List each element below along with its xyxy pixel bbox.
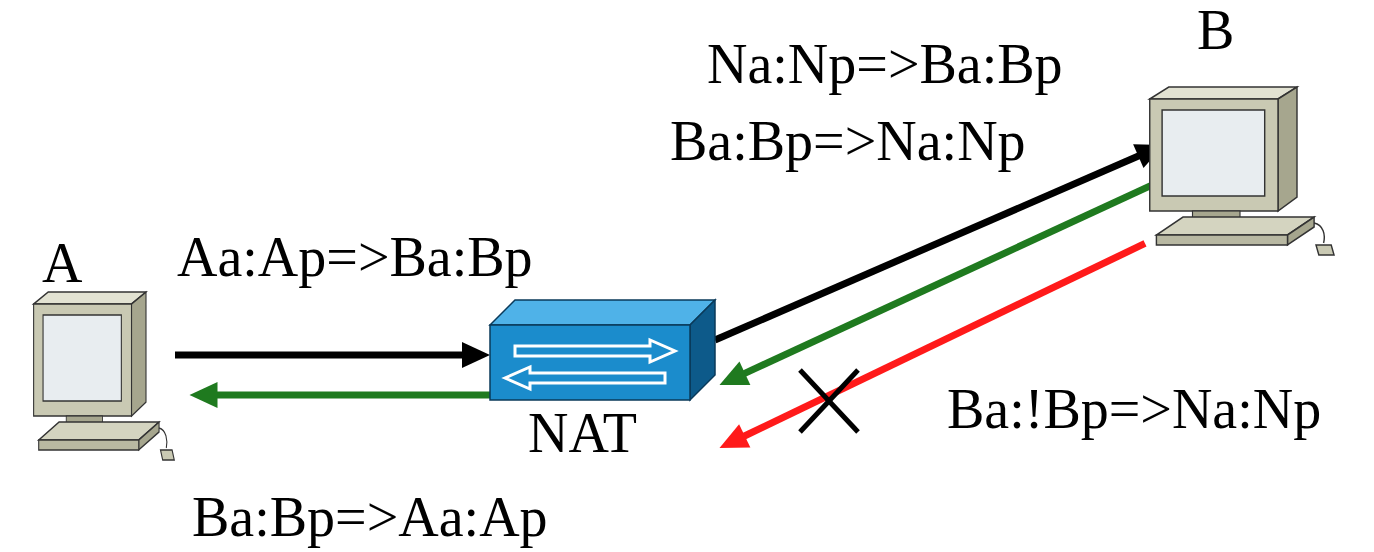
computer-icon	[1145, 85, 1335, 265]
packet-address-label: Ba:Bp=>Na:Np	[668, 112, 1028, 171]
packet-arrow	[720, 180, 1163, 385]
packet-arrow	[715, 144, 1164, 340]
blocked-x	[800, 370, 858, 432]
arrow-head	[720, 361, 751, 385]
nat-device: NAT	[490, 300, 715, 400]
arrow-head	[190, 382, 218, 408]
blocked-x	[800, 370, 858, 432]
node-label: B	[1197, 1, 1234, 60]
arrow-head	[720, 424, 751, 448]
arrow-line	[715, 155, 1140, 340]
packet-address-label: Ba:!Bp=>Na:Np	[945, 380, 1323, 439]
packet-address-label: Na:Np=>Ba:Bp	[705, 35, 1065, 94]
nat-box	[490, 300, 715, 400]
computer-icon	[30, 290, 175, 470]
packet-address-label: Ba:Bp=>Aa:Ap	[190, 488, 550, 547]
arrow-line	[175, 351, 464, 358]
packet-arrow	[190, 382, 491, 408]
arrow-line	[743, 180, 1162, 374]
node-label: NAT	[528, 404, 637, 463]
arrow-line	[216, 391, 491, 398]
packet-arrow	[175, 342, 490, 368]
host-computer: B	[1145, 85, 1335, 265]
packet-address-label: Aa:Ap=>Ba:Bp	[175, 228, 535, 287]
host-computer: A	[30, 290, 175, 470]
arrow-head	[462, 342, 490, 368]
node-label: A	[42, 234, 82, 293]
